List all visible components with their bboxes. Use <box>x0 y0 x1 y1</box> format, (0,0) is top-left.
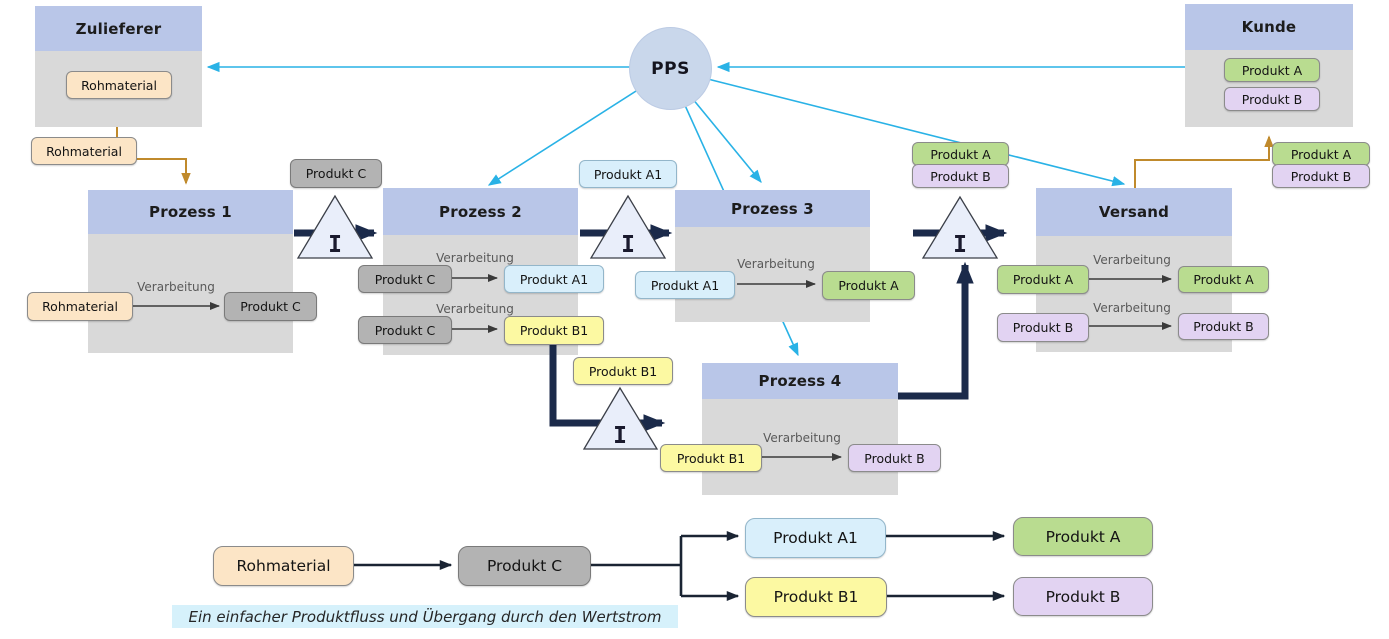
p2-row2-input-label: Produkt C <box>358 316 452 344</box>
bottomflow-produkt-b1-box: Produkt B1 <box>745 577 887 617</box>
p4-input-label: Produkt B1 <box>660 444 762 472</box>
p3-action-label: Verarbeitung <box>737 257 815 271</box>
p2-row1-output-label: Produkt A1 <box>504 265 604 293</box>
prozess1-title: Prozess 1 <box>88 190 293 234</box>
p2-row1-input-label: Produkt C <box>358 265 452 293</box>
prozess1-box: Prozess 1 <box>88 190 293 353</box>
versand-row1-input-label: Produkt A <box>997 265 1089 294</box>
supplier-flow-arrow-to-prozess1 <box>135 158 191 185</box>
pps-circle: PPS <box>629 27 712 110</box>
bottomflow-raw-box: Rohmaterial <box>213 546 354 586</box>
versand-row1-action-label: Verarbeitung <box>1093 253 1171 267</box>
versand-row2-input-label: Produkt B <box>997 313 1089 342</box>
bottomflow-produkt-b-box: Produkt B <box>1013 577 1153 616</box>
bottomflow-produkt-a1-box: Produkt A1 <box>745 518 886 558</box>
p2-row1-action-label: Verarbeitung <box>436 251 514 265</box>
shipped-product-b-label: Produkt B <box>1272 164 1370 188</box>
supplier-material-label: Rohmaterial <box>66 71 172 99</box>
versand-row2-output-label: Produkt B <box>1178 313 1269 340</box>
queue-produkt-b1-label: Produkt B1 <box>573 357 673 385</box>
supplier-out-label: Rohmaterial <box>31 137 137 165</box>
customer-title: Kunde <box>1185 4 1353 50</box>
queue-produkt-a1-label: Produkt A1 <box>579 160 677 188</box>
p4-output-label: Produkt B <box>848 444 941 472</box>
p4-action-label: Verarbeitung <box>763 431 841 445</box>
versand-row1-output-label: Produkt A <box>1178 266 1269 293</box>
diagram-caption: Ein einfacher Produktfluss und Übergang … <box>172 605 678 628</box>
p1-output-label: Produkt C <box>224 292 317 321</box>
bottomflow-produkt-c-box: Produkt C <box>458 546 591 586</box>
p2-row2-output-label: Produkt B1 <box>504 316 604 345</box>
prozess4-title: Prozess 4 <box>702 363 898 399</box>
supplier-title: Zulieferer <box>35 6 202 51</box>
versand-title: Versand <box>1036 188 1232 236</box>
p3-output-label: Produkt A <box>822 271 915 300</box>
p3-input-label: Produkt A1 <box>635 271 735 299</box>
shipped-product-a-label: Produkt A <box>1272 142 1370 166</box>
supplier-box: Zulieferer <box>35 6 202 127</box>
prozess4-box: Prozess 4 <box>702 363 898 495</box>
queue-versand-a-label: Produkt A <box>912 142 1009 166</box>
customer-product-b-label: Produkt B <box>1224 87 1320 111</box>
p2-row2-action-label: Verarbeitung <box>436 302 514 316</box>
prozess2-title: Prozess 2 <box>383 188 578 235</box>
bottomflow-produkt-a-box: Produkt A <box>1013 517 1153 556</box>
prozess3-title: Prozess 3 <box>675 190 870 227</box>
queue-versand-b-label: Produkt B <box>912 164 1009 188</box>
p1-action-label: Verarbeitung <box>137 280 215 294</box>
prozess3-box: Prozess 3 <box>675 190 870 322</box>
queue-produkt-c-label: Produkt C <box>290 159 382 188</box>
customer-product-a-label: Produkt A <box>1224 58 1320 82</box>
info-arrow-pps-to-versand <box>671 69 1126 187</box>
supplier-flow-arrow-versand-to-customer <box>1134 135 1274 189</box>
p1-input-label: Rohmaterial <box>27 292 133 321</box>
versand-row2-action-label: Verarbeitung <box>1093 301 1171 315</box>
